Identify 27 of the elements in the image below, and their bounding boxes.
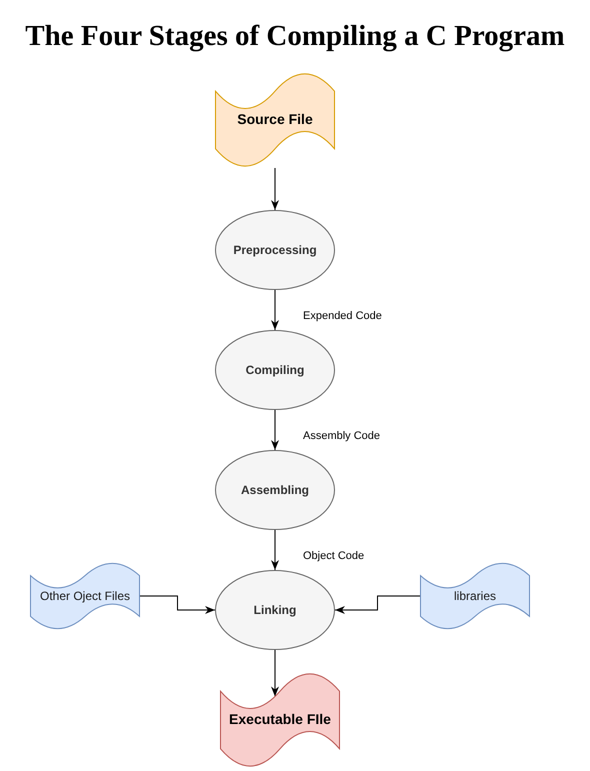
arrow — [271, 410, 279, 450]
arrow — [271, 530, 279, 570]
edge-label: Assembly Code — [303, 429, 380, 443]
process-ellipse — [215, 330, 335, 410]
arrow — [334, 596, 420, 614]
node-label: Assembling — [240, 482, 309, 498]
arrow — [271, 650, 279, 697]
node-label: Executable FIle — [229, 711, 331, 729]
document-tape — [420, 562, 530, 630]
arrow — [140, 596, 216, 614]
diagram-title: The Four Stages of Compiling a C Program — [25, 20, 565, 52]
document-tape — [215, 72, 335, 168]
node-label: libraries — [454, 588, 496, 604]
edge-label: Expended Code — [303, 309, 382, 323]
edge-label: Object Code — [303, 549, 364, 563]
document-tape — [30, 562, 140, 630]
process-ellipse — [215, 570, 335, 650]
node-label: Other Oject Files — [40, 588, 130, 604]
node-label: Preprocessing — [233, 242, 317, 258]
arrow — [271, 168, 279, 210]
document-tape — [220, 672, 340, 768]
arrow — [271, 290, 279, 330]
node-label: Compiling — [246, 362, 304, 378]
process-ellipse — [215, 210, 335, 290]
node-label: Linking — [254, 602, 296, 618]
process-ellipse — [215, 450, 335, 530]
node-label: Source File — [237, 111, 313, 129]
